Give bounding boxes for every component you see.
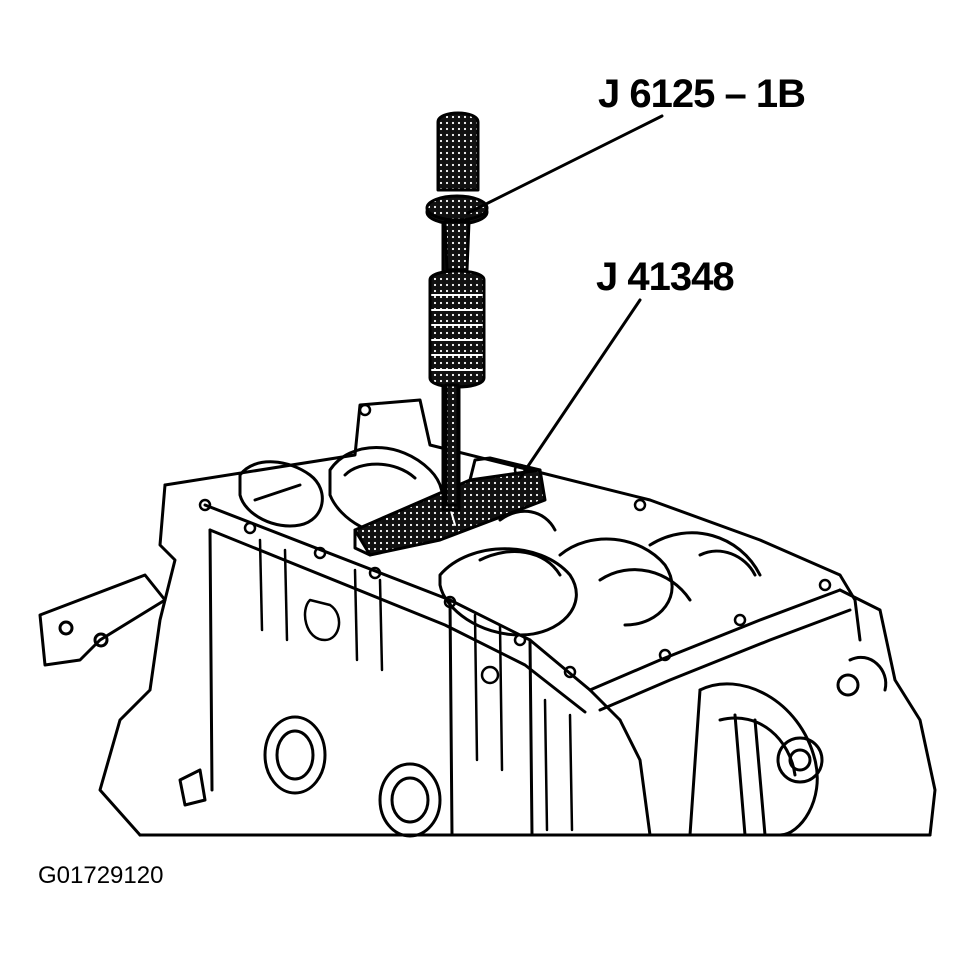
block-ribs [258, 538, 574, 832]
leader-slide-hammer [466, 114, 664, 215]
remover-tool [353, 456, 547, 557]
engine-block [38, 398, 937, 837]
freeze-plugs [178, 715, 442, 838]
figure-id: G01729120 [38, 862, 164, 889]
timing-gear [688, 655, 888, 837]
slide-hammer-tool [425, 111, 489, 512]
callout-remover: J 41348 [596, 255, 735, 299]
callout-slide-hammer: J 6125 – 1B [598, 72, 806, 116]
leader-remover [518, 298, 642, 480]
crankshaft [238, 446, 762, 637]
leader-lines [466, 114, 664, 480]
